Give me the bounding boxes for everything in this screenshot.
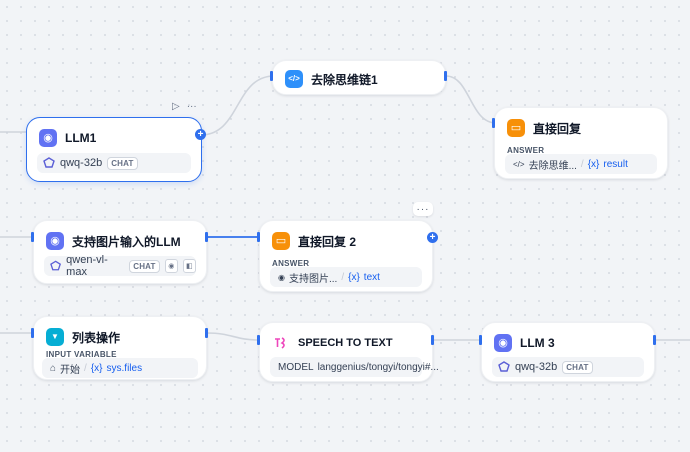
llm1-node[interactable]: ◉ LLM1 qwq-32b CHAT — [26, 117, 202, 182]
llm3-node[interactable]: ◉ LLM 3 qwq-32b CHAT — [481, 322, 655, 382]
edge-remove-answer1 — [445, 75, 497, 124]
tongyi-logo-icon — [50, 260, 62, 271]
answer2-node[interactable]: ▭ 直接回复 2 ANSWER ◉ 支持图片... / {x} text — [259, 220, 433, 292]
model-selector[interactable]: qwq-32b CHAT — [492, 357, 644, 377]
model-name: qwen-vl-max — [66, 254, 108, 278]
node-title: SPEECH TO TEXT — [298, 337, 393, 349]
code-icon: </> — [513, 159, 525, 169]
variable-name: text — [363, 271, 380, 283]
input-port[interactable] — [257, 232, 260, 242]
answer1-node[interactable]: ▭ 直接回复 ANSWER </> 去除思维... / {x} result — [494, 107, 668, 179]
input-port[interactable] — [31, 232, 34, 242]
image-icon: ◧ — [182, 259, 196, 273]
funnel-icon: ▼ — [46, 328, 64, 346]
input-port[interactable] — [479, 335, 482, 345]
speech-to-text-icon — [275, 337, 285, 349]
llm-icon: ◉ — [278, 272, 285, 282]
code-icon: </> — [285, 70, 303, 88]
variable-icon: {x} — [90, 362, 103, 374]
output-port[interactable] — [653, 335, 656, 345]
llm-icon: ◉ — [46, 232, 64, 250]
answer-label: ANSWER — [272, 259, 310, 268]
node-title: 列表操作 — [72, 330, 121, 345]
output-port[interactable] — [431, 335, 434, 345]
source-node: 去除思维... — [528, 160, 577, 172]
input-variable-value: ⌂ 开始 / {x} sys.files — [42, 358, 198, 378]
vision-eye-icon: ◉ — [164, 259, 178, 273]
node-title: 直接回复 — [533, 121, 582, 136]
model-name: langgenius/tongyi/tongyi#... — [317, 361, 439, 373]
edge-listop-speech — [206, 332, 260, 341]
input-port[interactable] — [31, 328, 34, 338]
home-icon: ⌂ — [50, 362, 57, 374]
node-title: LLM1 — [65, 131, 97, 145]
answer-value: </> 去除思维... / {x} result — [505, 154, 657, 174]
llm-icon: ◉ — [494, 334, 512, 352]
speech-to-text-node[interactable]: SPEECH TO TEXT MODEL langgenius/tongyi/t… — [259, 322, 439, 382]
answer-label: ANSWER — [507, 146, 545, 155]
more-icon[interactable]: ··· — [413, 202, 433, 216]
answer-value: ◉ 支持图片... / {x} text — [270, 267, 422, 287]
model-selector[interactable]: qwq-32b CHAT — [37, 153, 191, 173]
variable-name: result — [603, 158, 628, 170]
node-title: 支持图片输入的LLM — [72, 234, 181, 249]
chat-badge: CHAT — [562, 360, 593, 374]
output-port[interactable] — [444, 71, 447, 81]
input-variable-label: INPUT VARIABLE — [46, 350, 117, 359]
answer-icon: ▭ — [507, 119, 525, 137]
chat-badge: CHAT — [107, 156, 138, 170]
llm-icon: ◉ — [39, 129, 57, 147]
node-title: 直接回复 2 — [298, 234, 357, 249]
answer-icon: ▭ — [272, 232, 290, 250]
add-node-plus-icon[interactable]: + — [427, 232, 438, 243]
model-value: MODEL langgenius/tongyi/tongyi#... — [270, 357, 439, 377]
input-port[interactable] — [257, 335, 260, 345]
chat-badge: CHAT — [129, 259, 160, 273]
more-icon[interactable]: ··· — [186, 100, 197, 112]
tongyi-logo-icon — [43, 157, 55, 168]
node-title: 去除思维链1 — [311, 72, 378, 87]
remove-chain-node[interactable]: </> 去除思维链1 — [272, 60, 446, 95]
image-llm-node[interactable]: ◉ 支持图片输入的LLM qwen-vl-max CHAT ◉ ◧ — [33, 220, 207, 284]
llm1-toolbar: ▷ ··· — [172, 99, 197, 113]
variable-icon: {x} — [587, 158, 600, 170]
model-label: MODEL — [278, 361, 314, 373]
model-name: qwq-32b — [60, 157, 103, 169]
output-port[interactable] — [205, 328, 208, 338]
input-port[interactable] — [492, 118, 495, 128]
input-port[interactable] — [270, 71, 273, 81]
variable-icon: {x} — [348, 271, 360, 283]
add-node-plus-icon[interactable]: + — [195, 129, 206, 140]
list-operator-node[interactable]: ▼ 列表操作 INPUT VARIABLE ⌂ 开始 / {x} sys.fil… — [33, 316, 207, 380]
source-node: 支持图片... — [288, 273, 338, 285]
play-icon[interactable]: ▷ — [172, 100, 180, 112]
variable-name: sys.files — [106, 362, 143, 374]
tongyi-logo-icon — [498, 361, 510, 372]
model-name: qwq-32b — [515, 361, 558, 373]
source-node: 开始 — [60, 364, 81, 376]
output-port[interactable] — [205, 232, 208, 242]
edge-llm1-remove — [200, 75, 275, 136]
node-title: LLM 3 — [520, 336, 555, 350]
model-selector[interactable]: qwen-vl-max CHAT ◉ ◧ — [44, 254, 196, 278]
